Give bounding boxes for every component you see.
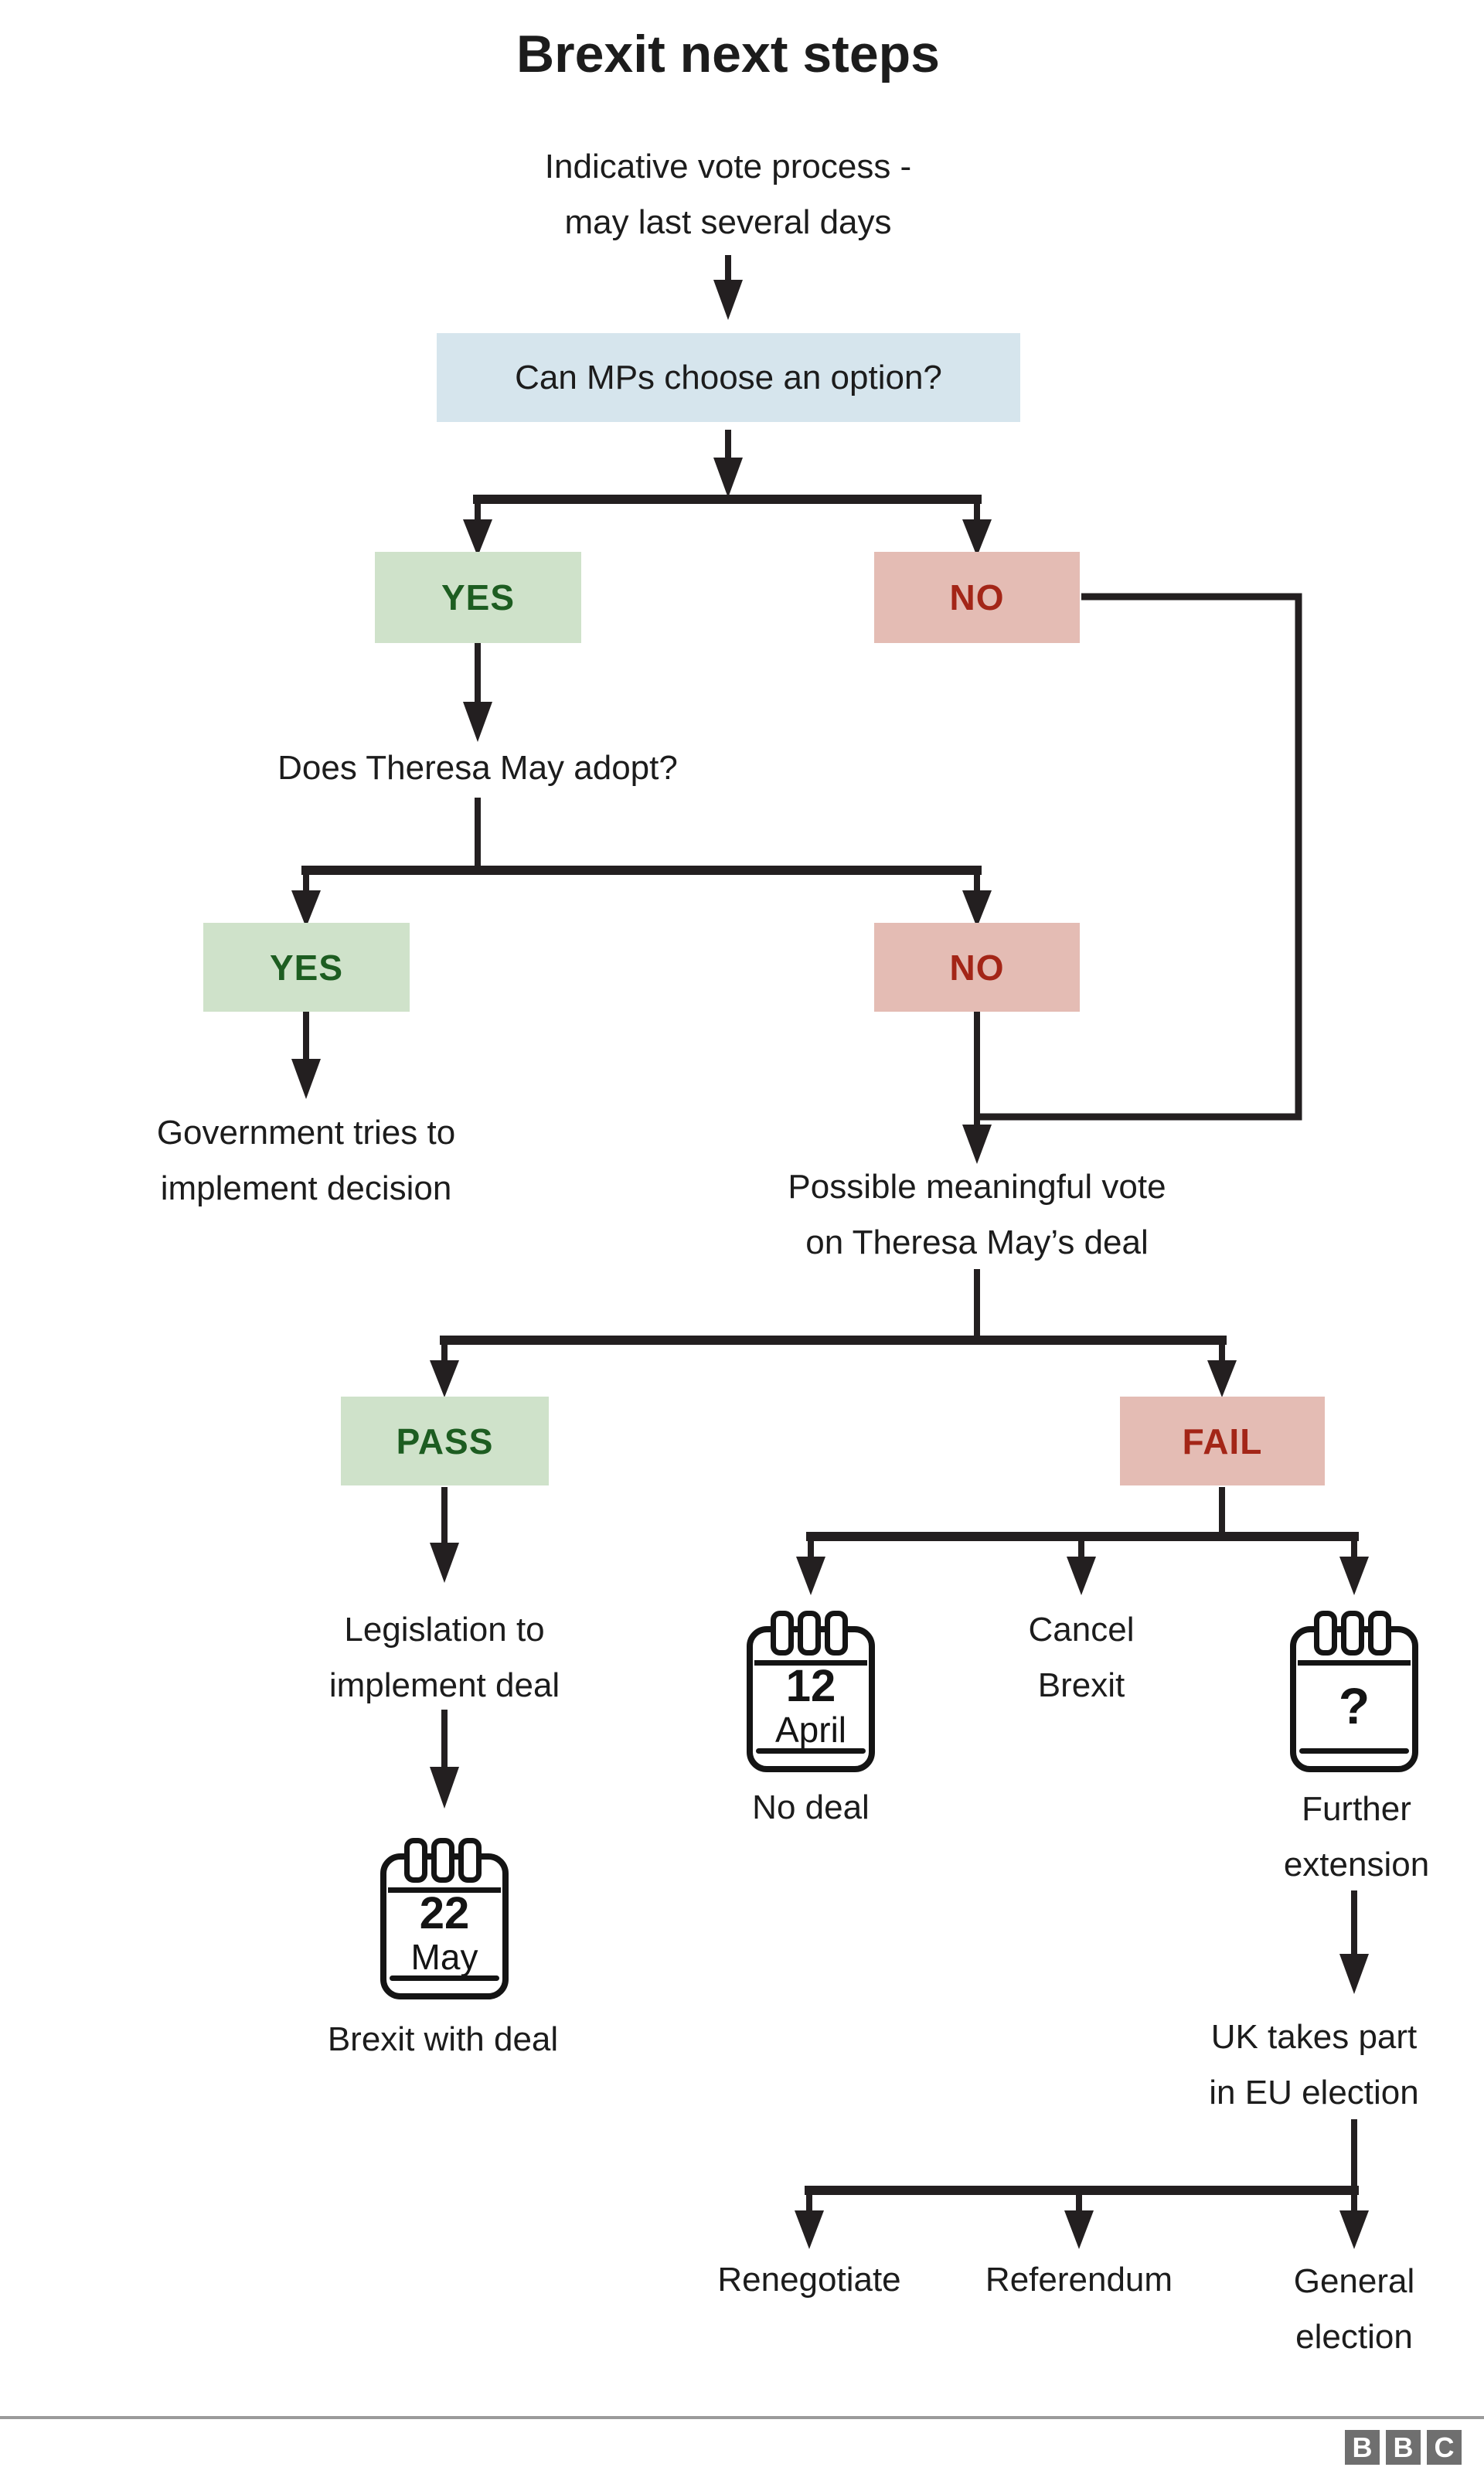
government-line-1: Government tries to (156, 1114, 456, 1152)
node-can-mps-choose: Can MPs choose an option? (437, 333, 1020, 422)
bbc-logo-block-1: B (1345, 2430, 1380, 2465)
meaningful-vote-line-2: on Theresa May’s deal (805, 1223, 1149, 1261)
bbc-logo-block-2: B (1386, 2430, 1421, 2465)
node-no-2: NO (874, 923, 1080, 1012)
calendar-page-curl (1299, 1748, 1409, 1754)
node-renegotiate: Renegotiate (717, 2261, 901, 2299)
node-brexit-with-deal: Brexit with deal (327, 2020, 559, 2058)
calendar-binding-line (754, 1660, 867, 1666)
eu-election-line-1: UK takes part (1210, 2018, 1418, 2056)
calendar-ring-icon (458, 1838, 482, 1883)
node-does-may-adopt: Does Theresa May adopt? (277, 749, 678, 787)
further-line-2: extension (1283, 1846, 1430, 1884)
calendar-ring-icon (1341, 1611, 1364, 1656)
node-no-deal: No deal (752, 1788, 870, 1826)
page-title: Brexit next steps (516, 25, 940, 83)
intro-text: Indicative vote process - may last sever… (545, 139, 911, 250)
meaningful-vote-line-1: Possible meaningful vote (788, 1168, 1166, 1206)
calendar-ring-icon (825, 1611, 848, 1656)
node-yes-1: YES (375, 552, 581, 643)
calendar-day: ? (1338, 1676, 1370, 1734)
calendar-page-curl (390, 1975, 499, 1981)
calendar-ring-icon (1368, 1611, 1391, 1656)
node-cancel-brexit: Cancel Brexit (1029, 1602, 1135, 1713)
intro-line-1: Indicative vote process - (544, 148, 912, 185)
node-referendum: Referendum (985, 2261, 1173, 2299)
footer-divider (0, 2416, 1484, 2419)
calendar-ring-icon (1314, 1611, 1337, 1656)
calendar-ring-icon (431, 1838, 454, 1883)
calendar-day: 12 (785, 1660, 836, 1711)
bbc-logo-block-3: C (1427, 2430, 1462, 2465)
calendar-day: 22 (419, 1887, 470, 1938)
legislation-line-2: implement deal (328, 1666, 560, 1704)
calendar-month: May (410, 1936, 478, 1977)
node-legislation: Legislation to implement deal (329, 1602, 560, 1713)
node-general-election: General election (1294, 2254, 1415, 2365)
calendar-binding-line (388, 1887, 501, 1893)
general-election-line-2: election (1295, 2318, 1413, 2356)
calendar-binding-line (1298, 1660, 1411, 1666)
intro-line-2: may last several days (564, 203, 892, 241)
calendar-22-may-icon: 22 May (380, 1838, 509, 1999)
legislation-line-1: Legislation to (344, 1611, 545, 1649)
general-election-line-1: General (1293, 2262, 1415, 2300)
calendar-ring-icon (771, 1611, 794, 1656)
node-no-1: NO (874, 552, 1080, 643)
calendar-question-icon: ? (1290, 1611, 1418, 1772)
cancel-line-1: Cancel (1028, 1611, 1135, 1649)
node-further-extension: Further extension (1284, 1781, 1429, 1893)
calendar-ring-icon (404, 1838, 427, 1883)
node-pass: PASS (341, 1397, 549, 1485)
eu-election-line-2: in EU election (1209, 2074, 1419, 2112)
government-line-2: implement decision (160, 1169, 452, 1207)
calendar-page-curl (756, 1748, 866, 1754)
node-yes-2: YES (203, 923, 410, 1012)
node-fail: FAIL (1120, 1397, 1325, 1485)
calendar-12-april-icon: 12 April (747, 1611, 875, 1772)
calendar-month: April (774, 1709, 847, 1750)
calendar-ring-icon (798, 1611, 821, 1656)
cancel-line-2: Brexit (1037, 1666, 1125, 1704)
node-government-implements: Government tries to implement decision (157, 1105, 455, 1217)
node-meaningful-vote: Possible meaningful vote on Theresa May’… (788, 1159, 1166, 1271)
further-line-1: Further (1302, 1790, 1411, 1828)
node-eu-election: UK takes part in EU election (1209, 2009, 1418, 2121)
